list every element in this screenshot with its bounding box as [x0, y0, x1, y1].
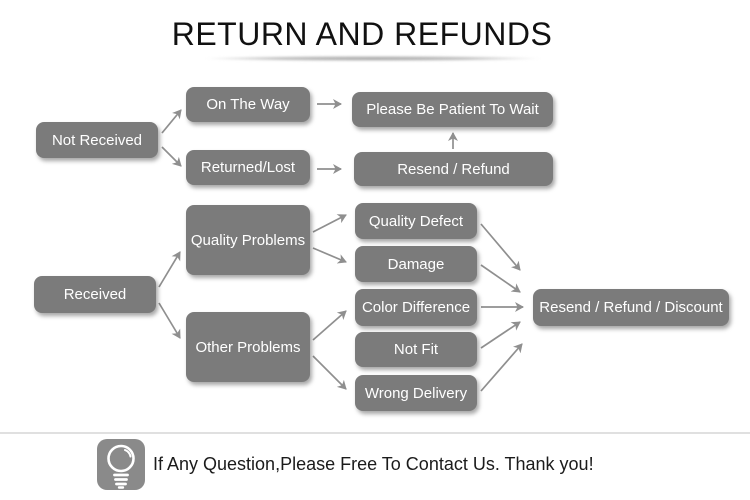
arrow-quality-problems-to-damage — [312, 247, 347, 264]
node-resend-refund: Resend / Refund — [354, 152, 553, 186]
node-not-received: Not Received — [36, 122, 158, 158]
arrow-other-problems-to-color-difference — [312, 310, 347, 341]
node-received: Received — [34, 276, 156, 313]
node-quality-defect: Quality Defect — [355, 203, 477, 239]
node-on-the-way: On The Way — [186, 87, 310, 122]
node-damage: Damage — [355, 246, 477, 282]
arrow-received-to-other-problems — [158, 302, 181, 339]
node-please-be-patient: Please Be Patient To Wait — [352, 92, 553, 127]
arrow-damage-to-final — [480, 264, 521, 293]
node-returned-lost: Returned/Lost — [186, 150, 310, 185]
lightbulb-icon — [97, 439, 145, 490]
arrow-other-problems-to-wrong-delivery — [312, 355, 347, 390]
arrow-quality-problems-to-quality-defect — [312, 214, 347, 233]
title-underline-shadow — [157, 55, 589, 62]
arrow-not-received-to-returned-lost — [161, 146, 182, 167]
arrow-not-received-to-on-the-way — [161, 109, 182, 134]
footer-divider — [0, 432, 750, 434]
node-quality-problems: Quality Problems — [186, 205, 310, 275]
arrow-wrong-delivery-to-final — [480, 343, 523, 392]
node-color-difference: Color Difference — [355, 289, 477, 326]
page-title: RETURN AND REFUNDS — [171, 16, 553, 52]
footer-message: If Any Question,Please Free To Contact U… — [153, 454, 594, 474]
node-not-fit: Not Fit — [355, 332, 477, 367]
node-other-problems: Other Problems — [186, 312, 310, 382]
node-wrong-delivery: Wrong Delivery — [355, 375, 477, 411]
arrow-received-to-quality-problems — [158, 251, 181, 288]
arrow-quality-defect-to-final — [480, 223, 521, 271]
arrow-not-fit-to-final — [480, 321, 521, 349]
node-resend-refund-discount: Resend / Refund / Discount — [533, 289, 729, 326]
